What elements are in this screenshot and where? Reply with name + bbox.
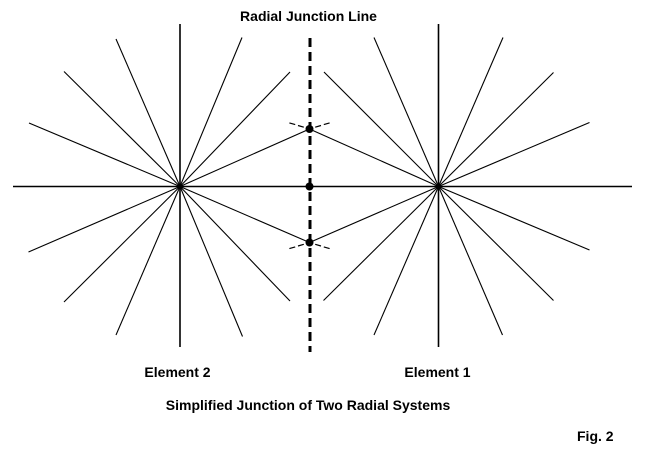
right-star-ray	[373, 186, 440, 336]
right-star-ray	[323, 71, 439, 187]
cut-mark	[323, 246, 330, 250]
junction-node-bottom	[305, 238, 314, 247]
junction-node-middle	[305, 182, 314, 191]
element-1-label: Element 1	[404, 364, 471, 380]
junction-node-top	[305, 125, 314, 133]
cut-mark	[297, 124, 304, 128]
right-star-ray	[323, 186, 439, 301]
cut-mark	[323, 122, 330, 126]
left-star-ray	[28, 122, 181, 188]
left-star-ray	[179, 71, 291, 187]
right-star-ray	[309, 185, 439, 244]
left-star-ray	[179, 37, 243, 187]
left-star-ray	[179, 186, 244, 337]
left-star-ray	[28, 185, 181, 253]
diagram-title: Radial Junction Line	[240, 8, 377, 24]
left-star-center-dot	[177, 183, 183, 190]
right-star-ray	[438, 72, 554, 187]
right-star-center-dot	[435, 183, 442, 190]
figure-caption: Simplified Junction of Two Radial System…	[165, 397, 451, 413]
cut-mark	[289, 122, 296, 126]
cut-mark	[315, 243, 322, 247]
right-star-ray	[438, 185, 590, 251]
element-2-label: Element 2	[144, 364, 211, 380]
cut-mark	[315, 124, 322, 128]
right-star-ray	[373, 37, 440, 187]
right-star-ray	[437, 186, 504, 336]
left-star-ray	[179, 128, 310, 188]
figure-number-label: Fig. 2	[577, 428, 614, 444]
left-star-ray	[179, 185, 310, 244]
cut-mark	[297, 243, 304, 247]
left-star-ray	[179, 186, 291, 302]
left-star-ray	[115, 38, 181, 187]
left-star-ray	[63, 186, 181, 303]
right-star-ray	[437, 37, 504, 187]
right-star-ray	[309, 128, 439, 188]
left-star-ray	[115, 186, 181, 336]
left-star-ray	[63, 71, 181, 187]
right-star-ray	[438, 121, 590, 188]
cut-mark	[289, 246, 296, 250]
right-star-ray	[438, 186, 554, 301]
